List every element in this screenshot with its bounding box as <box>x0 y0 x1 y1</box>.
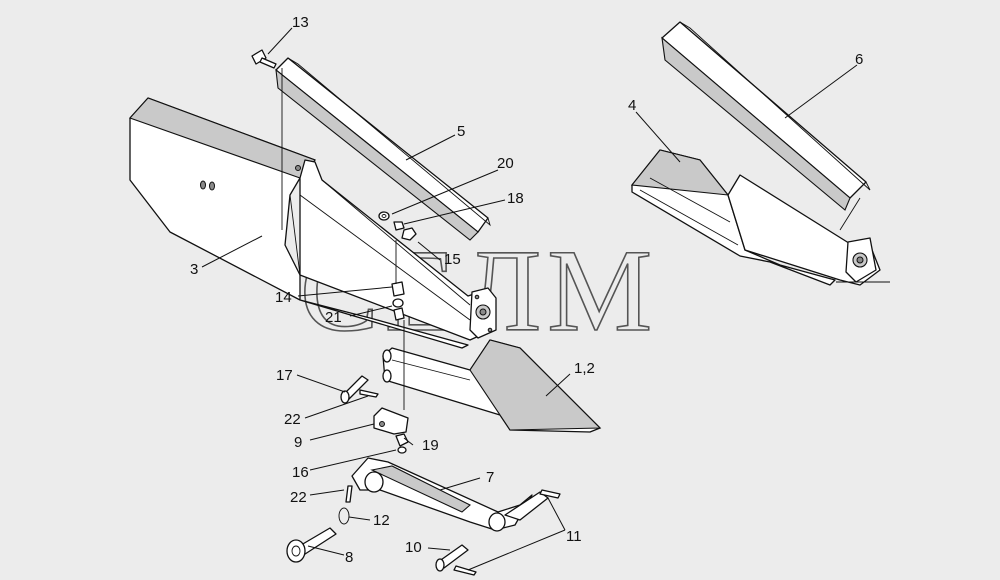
label-5: 5 <box>457 123 465 140</box>
label-15: 15 <box>444 251 461 268</box>
fasteners-14-21 <box>391 281 405 321</box>
part-17-pin <box>340 375 369 404</box>
label-18: 18 <box>507 190 524 207</box>
part-5-top-cover <box>275 57 491 241</box>
label-7: 7 <box>486 469 494 486</box>
label-22-lower: 22 <box>290 489 307 506</box>
callout-labels: 13 5 20 18 15 3 14 21 1,2 17 22 9 19 16 … <box>190 14 863 566</box>
part-7-support-arm <box>351 457 549 532</box>
label-14: 14 <box>275 289 292 306</box>
part-8-pin <box>286 527 337 563</box>
label-9: 9 <box>294 434 302 451</box>
part-22-cotter-pin-lower <box>345 485 353 503</box>
label-16: 16 <box>292 464 309 481</box>
leader-lines <box>201 27 858 571</box>
part-6-top-cover <box>661 21 871 211</box>
part-13-bolt <box>251 49 277 69</box>
part-4-shield <box>630 149 836 286</box>
part-11-cotter-pins <box>453 489 561 576</box>
label-21: 21 <box>325 309 342 326</box>
label-22-upper: 22 <box>284 411 301 428</box>
label-6: 6 <box>855 51 863 68</box>
label-8: 8 <box>345 549 353 566</box>
label-17: 17 <box>276 367 293 384</box>
fasteners-20-18-15 <box>378 211 417 241</box>
label-10: 10 <box>405 539 422 556</box>
label-11: 11 <box>566 528 582 545</box>
part-3-side-shield <box>129 97 469 349</box>
shield-bracket-plate <box>469 287 497 339</box>
label-1-2: 1,2 <box>574 360 595 377</box>
label-3: 3 <box>190 261 198 278</box>
part-10-pin <box>435 544 469 572</box>
part-22-cotter-pin-upper <box>359 389 379 398</box>
part-19-nut <box>395 433 409 454</box>
part-12-spring-clip <box>338 507 350 525</box>
part-4-inner-wall <box>727 174 881 286</box>
label-19: 19 <box>422 437 439 454</box>
label-12: 12 <box>373 512 390 529</box>
label-4: 4 <box>628 97 636 114</box>
part-9-bracket <box>373 407 409 435</box>
part-1-2-divider-point <box>382 339 602 433</box>
label-20: 20 <box>497 155 514 172</box>
label-13: 13 <box>292 14 309 31</box>
assembly-guide-lines <box>281 68 890 410</box>
